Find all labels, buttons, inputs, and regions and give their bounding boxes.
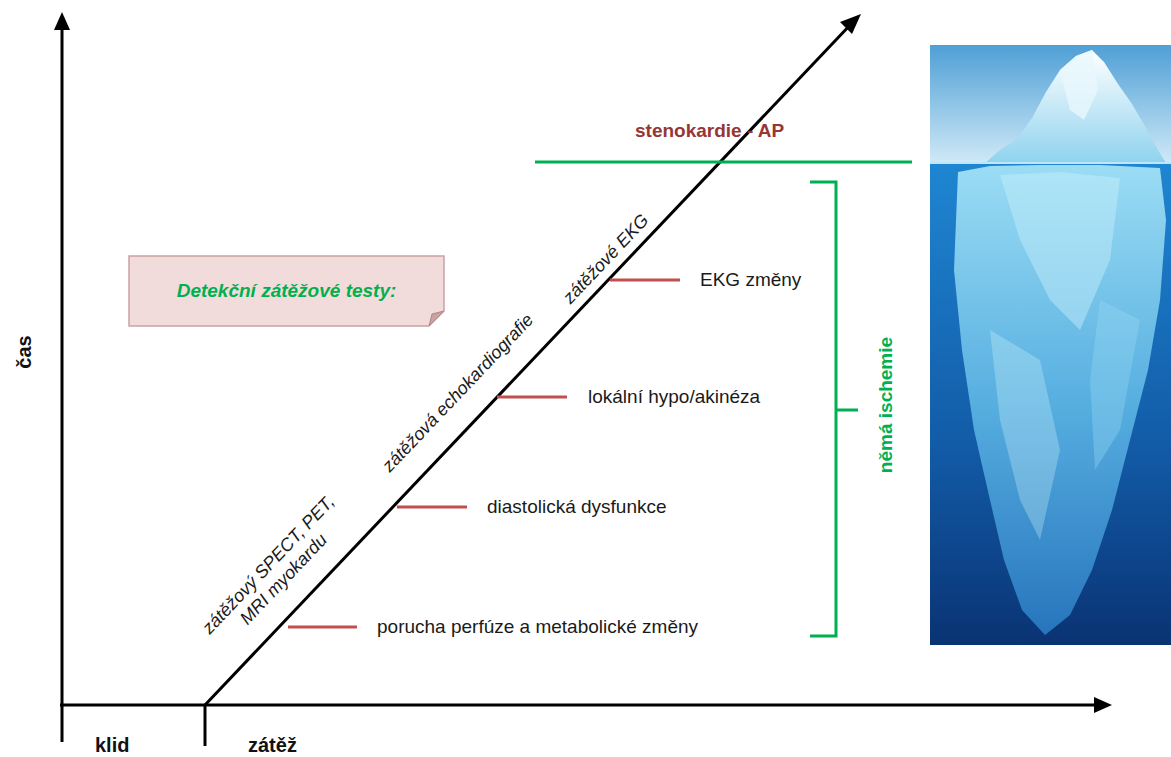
note-fold: [429, 311, 444, 326]
stage-label: porucha perfúze a metabolické změny: [377, 616, 698, 638]
note-box: Detekční zátěžové testy:: [128, 255, 445, 327]
test-name: zátěžové EKG: [559, 210, 653, 308]
iceberg-illustration: [930, 45, 1171, 645]
bracket: [810, 182, 858, 636]
axis-label: čas: [13, 335, 36, 368]
test-name: zátěžový SPECT, PET, MRI myokardu: [192, 485, 360, 659]
axis-label: klid: [95, 734, 129, 757]
diagonal-arrowhead: [840, 14, 861, 34]
bracket-label: němá ischemie: [875, 337, 897, 473]
stage-label: lokální hypo/akinéza: [588, 386, 760, 408]
stage-label: diastolická dysfunkce: [487, 496, 667, 518]
note-shape: [129, 256, 444, 326]
test-name: zátěžová echokardiografie: [378, 310, 538, 477]
stage-label: EKG změny: [700, 269, 801, 291]
axis-label: zátěž: [248, 734, 297, 757]
threshold-label: stenokardie - AP: [635, 120, 784, 142]
leader-lines: [288, 280, 680, 627]
diagonal-line: [205, 23, 852, 705]
axis-arrowhead: [1094, 697, 1112, 713]
threshold-line: [535, 161, 912, 164]
axis-arrowhead: [54, 12, 70, 30]
note-text: Detekční zátěžové testy:: [177, 280, 397, 302]
note-text-group: Detekční zátěžové testy:: [177, 280, 397, 302]
